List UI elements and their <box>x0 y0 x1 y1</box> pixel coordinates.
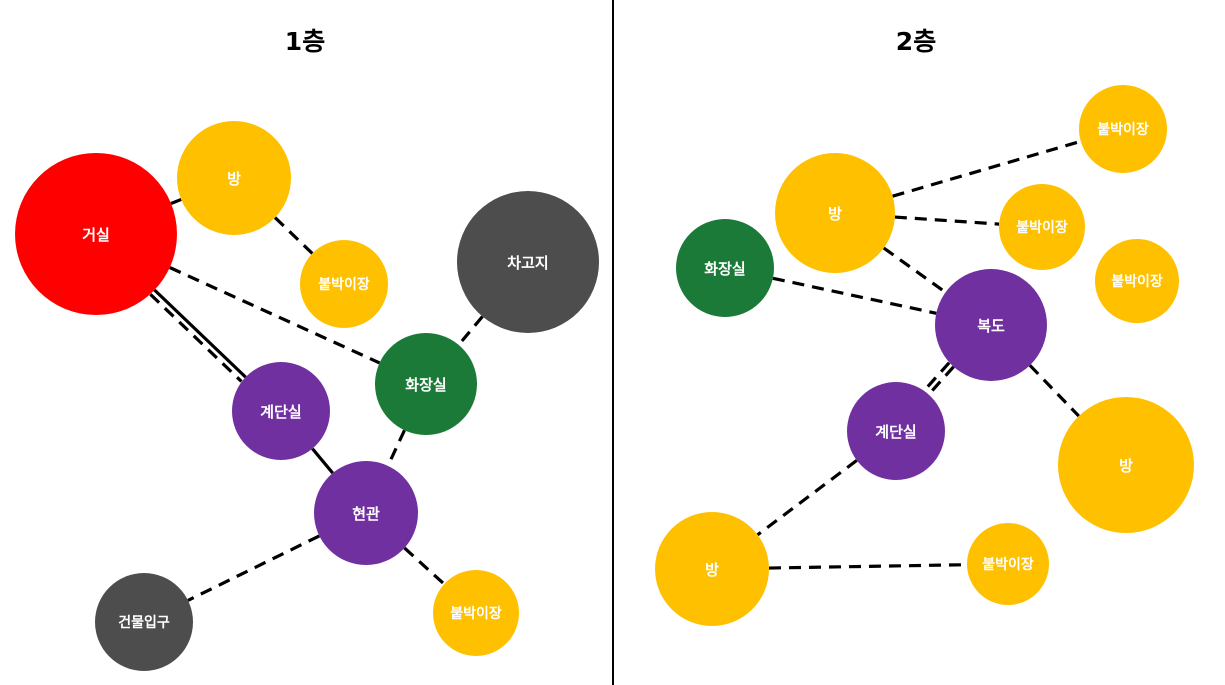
floor2-connection-stairs-room_c <box>756 459 858 537</box>
floor-divider <box>612 0 614 685</box>
floor2-room-bathroom: 화장실 <box>676 219 774 317</box>
floor1-connection-stairs-foyer <box>311 447 334 475</box>
floor1-connection-bathroom-foyer <box>386 429 406 467</box>
floor1-room-bedroom: 방 <box>177 121 291 235</box>
floor1-room-foyer: 현관 <box>314 461 418 565</box>
floor1-connection-foyer-entrance <box>187 534 321 602</box>
floor2-room-closet-b: 붙박이장 <box>999 184 1085 270</box>
floor1-title: 1층 <box>284 27 326 56</box>
floor2-room-bedroom-c: 방 <box>655 512 769 626</box>
floor2-room-bedroom-b: 방 <box>1058 397 1194 533</box>
floor2-room-closet-d: 붙박이장 <box>967 523 1049 605</box>
floor1-room-living: 거실 <box>15 153 177 315</box>
floor1-connection-garage-bathroom <box>457 315 484 346</box>
floor2-connection-room_a-hall <box>882 246 947 294</box>
floor1-room-entrance: 건물입구 <box>95 573 193 671</box>
floor1-room-stairs: 계단실 <box>232 362 330 460</box>
floor2-connection-hall-room_b <box>1028 364 1080 418</box>
floor1-connection-living-stairs <box>153 288 247 379</box>
floor1-room-garage: 차고지 <box>457 191 599 333</box>
floor1-connection-room-closet <box>273 216 314 255</box>
floor2-connection-room_c-closet_d <box>768 563 968 570</box>
floor2-connection-room_a-closet_a <box>892 139 1082 198</box>
floor1-room-closet-2: 붙박이장 <box>433 570 519 656</box>
floor2-room-bedroom-a: 방 <box>775 153 895 273</box>
floor1-room-closet: 붙박이장 <box>300 240 388 328</box>
floor2-room-hallway: 복도 <box>935 269 1047 381</box>
floor2-room-stairs: 계단실 <box>847 382 945 480</box>
floor1-connection-living-room <box>170 197 182 206</box>
floor2-connection-room_a-closet_b <box>894 215 1000 226</box>
floor2-room-closet-a: 붙박이장 <box>1079 85 1167 173</box>
floor1-room-bathroom: 화장실 <box>375 333 477 435</box>
floor1-connection-foyer-closet2 <box>403 546 446 586</box>
floor2-title: 2층 <box>895 27 937 56</box>
floor1-connection-living-stairs <box>149 293 243 383</box>
floor2-connection-hall-stairs <box>927 365 955 396</box>
floor2-connection-bathroom-hall <box>772 276 937 315</box>
floor2-room-closet-c: 붙박이장 <box>1095 239 1179 323</box>
floor2-connection-hall-stairs <box>923 361 951 392</box>
